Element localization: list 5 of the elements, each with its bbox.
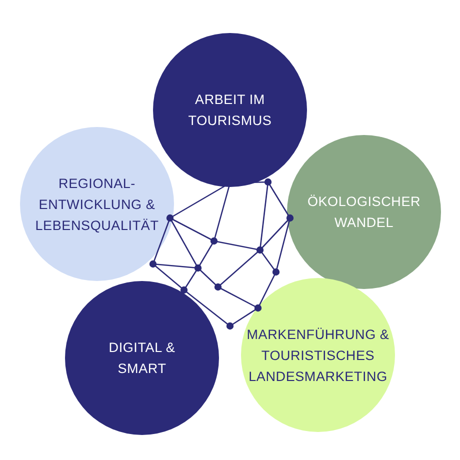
topic-label: DIGITAL & SMART xyxy=(108,339,176,378)
topic-label: ÖKOLOGISCHER WANDEL xyxy=(306,193,422,232)
topic-label: REGIONAL-ENTWICKLUNG & LEBENSQUALITÄT xyxy=(34,174,160,234)
topic-label: MARKENFÜHRUNG & TOURISTISCHES LANDESMARKETING xyxy=(246,326,390,386)
topic-label: ARBEIT IM TOURISMUS xyxy=(187,91,273,130)
